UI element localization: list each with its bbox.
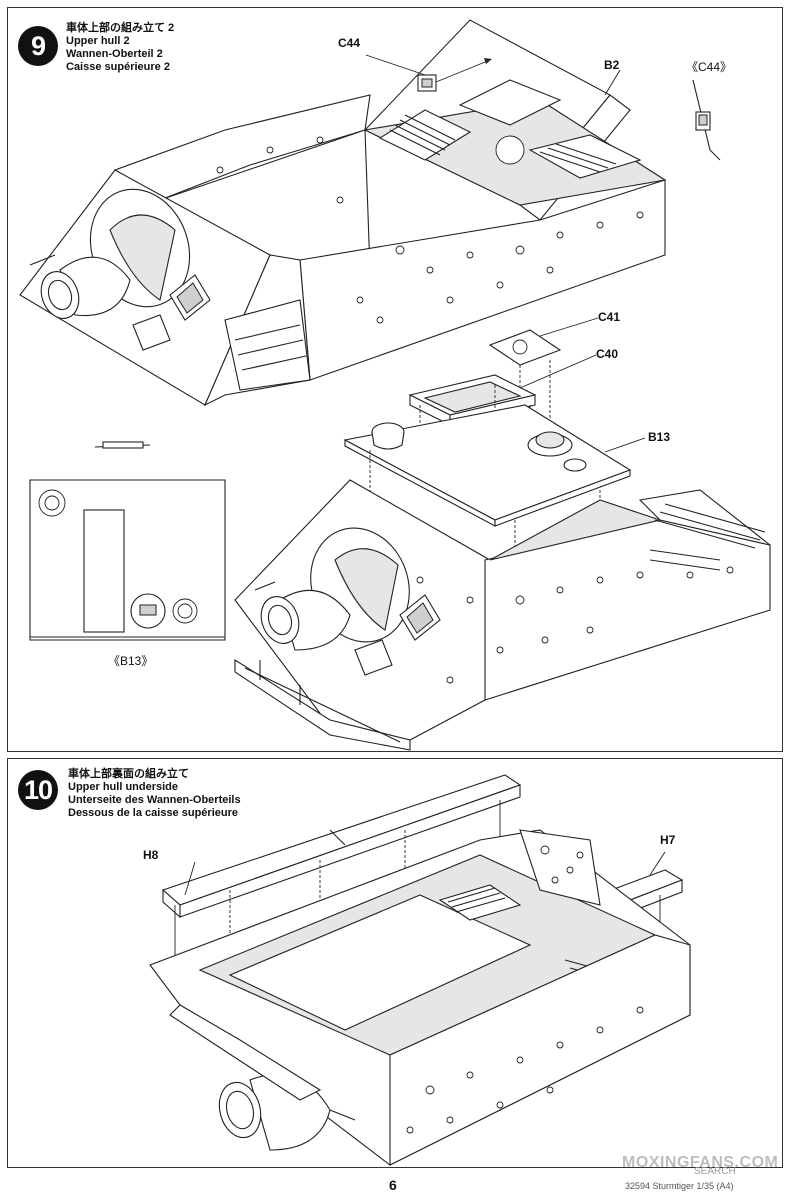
part-label-b13: B13 (648, 430, 671, 444)
upper-hull-bottom-drawing (234, 317, 771, 751)
search-watermark: SEARCH (694, 1166, 736, 1177)
part-label-c41: C41 (598, 310, 621, 324)
upper-hull-top-drawing (19, 19, 721, 407)
step-9-badge: 9 (18, 26, 58, 66)
step-9-title-fr: Caisse supérieure 2 (66, 61, 170, 73)
page-number: 6 (389, 1177, 397, 1193)
step-10-title-de: Unterseite des Wannen-Oberteils (68, 794, 241, 806)
step-9-title-jp: 車体上部の組み立て 2 (66, 22, 175, 34)
step-9-title-en: Upper hull 2 (66, 35, 130, 47)
part-label-c40: C40 (596, 347, 619, 361)
footer-code: 32594 Sturmtiger 1/35 (A4) (625, 1181, 734, 1191)
step-10-titles: 車体上部裏面の組み立て Upper hull underside Unterse… (68, 768, 241, 820)
part-label-c44-detail: 《C44》 (686, 60, 733, 74)
lower-wall-holes (416, 566, 734, 684)
step-10-title-fr: Dessous de la caisse supérieure (68, 807, 238, 819)
step-9-titles: 車体上部の組み立て 2 Upper hull 2 Wannen-Oberteil… (66, 22, 174, 74)
part-label-c44: C44 (338, 36, 361, 50)
step-9-title-de: Wannen-Oberteil 2 (66, 48, 163, 60)
step-10-badge: 10 (18, 770, 58, 810)
part-label-b2: B2 (604, 58, 620, 72)
step-9-number: 9 (30, 30, 46, 61)
part-label-b13-detail: 《B13》 (108, 654, 154, 668)
hull-underside-drawing (149, 774, 691, 1166)
b13-detail (29, 441, 226, 641)
part-label-h7: H7 (660, 833, 676, 847)
part-label-h8: H8 (143, 848, 159, 862)
underside-holes (406, 845, 644, 1134)
side-wall-holes (216, 136, 644, 324)
step-10-title-en: Upper hull underside (68, 781, 179, 793)
step-10-title-jp: 車体上部裏面の組み立て (68, 768, 189, 780)
watermark-text: MOXINGFANS.COM (622, 1154, 779, 1171)
step-10-number: 10 (23, 774, 53, 805)
